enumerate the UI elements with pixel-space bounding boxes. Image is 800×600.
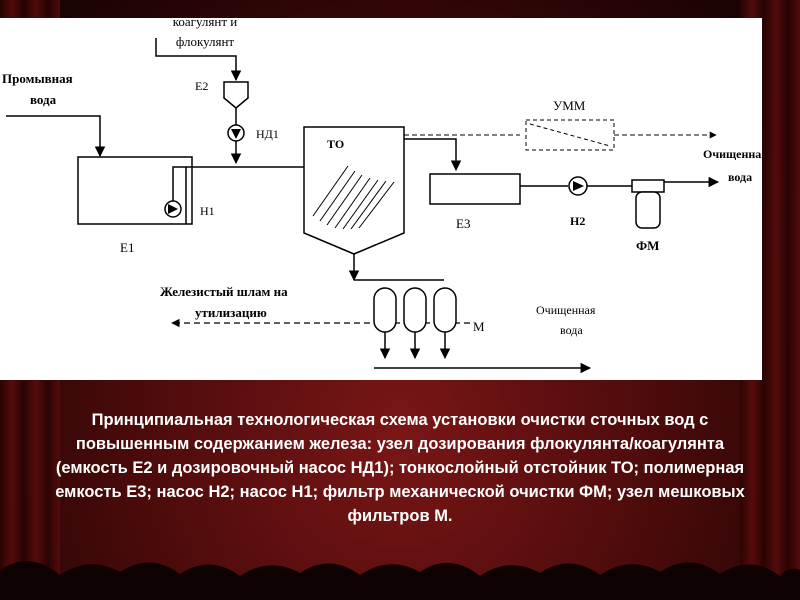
filter-fm-head — [631, 179, 665, 193]
diagram-panel: коагулянт и флокулянт Е2 НД1 Промывная в… — [0, 18, 762, 380]
label-nd1: НД1 — [256, 127, 279, 141]
label-e2: Е2 — [195, 79, 208, 93]
process-flow-diagram: коагулянт и флокулянт Е2 НД1 Промывная в… — [2, 18, 762, 374]
pump-n1-riser — [172, 166, 187, 224]
bag-filter-outlets — [379, 332, 451, 360]
label-sludge-1: Железистый шлам на — [160, 284, 288, 299]
label-coagulant: коагулянт и — [173, 18, 238, 29]
label-fm: ФМ — [636, 238, 659, 253]
line-to-e3 — [404, 138, 462, 172]
filter-fm-body — [635, 191, 661, 229]
label-clean-water-right-2: вода — [728, 170, 752, 184]
umm-diagonal — [529, 123, 611, 147]
label-e1: Е1 — [120, 240, 134, 255]
label-wash-water-2: вода — [30, 92, 57, 107]
pump-nd1-triangle — [231, 129, 241, 139]
label-n1: Н1 — [200, 204, 215, 218]
settler-to — [303, 126, 405, 255]
settler-plates — [312, 165, 395, 230]
bag-filters-m — [373, 287, 457, 333]
slide-caption: Принципиальная технологическая схема уст… — [55, 411, 745, 525]
label-to: ТО — [327, 137, 344, 151]
label-e3: Е3 — [456, 216, 470, 231]
feed-line-e2 — [155, 38, 242, 82]
label-clean-water-bottom-1: Очищенная — [536, 303, 596, 317]
unit-umm — [525, 119, 615, 151]
label-clean-water-right-1: Очищенная — [703, 147, 762, 161]
label-wash-water-1: Промывная — [2, 71, 73, 86]
tank-e2 — [223, 81, 249, 109]
curtain-fringe — [0, 561, 800, 600]
pump-n2-triangle — [573, 181, 584, 191]
label-clean-water-bottom-2: вода — [560, 323, 583, 337]
label-n2: Н2 — [570, 214, 585, 228]
wash-water-line — [6, 115, 106, 158]
tank-e3 — [429, 173, 521, 205]
label-sludge-2: утилизацию — [195, 305, 267, 320]
pump-n1-triangle — [168, 204, 178, 214]
label-m: М — [473, 319, 485, 334]
label-flocculant: флокулянт — [176, 34, 235, 49]
label-umm: УММ — [553, 98, 586, 113]
